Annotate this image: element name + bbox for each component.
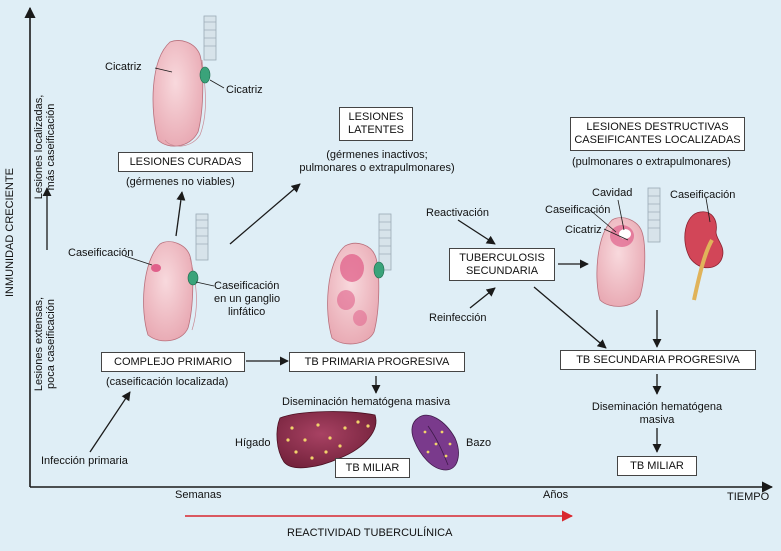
label-spleen: Bazo <box>466 437 492 449</box>
box-tb-secundaria-progresiva: TB SECUNDARIA PROGRESIVA <box>560 350 756 370</box>
box-tb-miliar-1: TB MILIAR <box>335 458 410 478</box>
label-scar-right: Cicatriz <box>226 84 263 96</box>
box-lesiones-curadas: LESIONES CURADAS <box>118 152 253 172</box>
lymph-line-3: linfático <box>228 306 266 318</box>
x-axis-title: TIEMPO <box>727 491 770 503</box>
germs-inactive-line-1: (gérmenes inactivos; <box>326 149 428 161</box>
label-caseification-kidney: Caseificación <box>670 189 736 201</box>
y-axis-title: INMUNIDAD CRECIENTE <box>4 168 16 297</box>
secondary-line-2: SECUNDARIA <box>465 265 539 277</box>
reactivity-label: REACTIVIDAD TUBERCULÍNICA <box>287 527 453 539</box>
box-complejo-primario: COMPLEJO PRIMARIO <box>101 352 245 372</box>
label-lymph-node: Caseificación en un ganglio linfático <box>214 280 280 319</box>
lungs-primary-illustration <box>124 213 215 342</box>
label-pulm-extrapulm: (pulmonares o extrapulmonares) <box>572 156 731 168</box>
label-caseification-primary: Caseificación <box>68 247 134 259</box>
y-top-line-1: Lesiones localizadas, <box>33 94 45 200</box>
label-germs-not-viable: (gérmenes no viables) <box>126 176 235 188</box>
label-scar-secondary: Cicatriz <box>565 224 602 236</box>
box-lesiones-latentes: LESIONES LATENTES <box>339 107 413 141</box>
spread-2-line-2: masiva <box>639 414 675 426</box>
x-label-years: Años <box>543 489 569 501</box>
lymph-line-1: Caseificación <box>214 280 280 292</box>
label-scar-left: Cicatriz <box>105 61 142 73</box>
label-liver: Hígado <box>235 437 271 449</box>
arrow-primary-to-complex <box>89 391 131 453</box>
lungs-secondary-illustration <box>589 187 661 307</box>
label-primary-infection: Infección primaria <box>41 455 128 467</box>
label-massive-spread-1: Diseminación hematógena masiva <box>282 396 451 408</box>
spleen-illustration <box>411 414 459 471</box>
y-axis-bottom-label: Lesiones extensas, poca caseificación <box>33 279 57 409</box>
destructive-line-2: CASEIFICANTES LOCALIZADAS <box>574 134 741 146</box>
label-caseification-secondary: Caseificación <box>545 204 611 216</box>
box-lesiones-destructivas: LESIONES DESTRUCTIVAS CASEIFICANTES LOCA… <box>570 117 745 151</box>
y-axis-top-label: Lesiones localizadas, más caseificación <box>33 82 57 212</box>
label-cavity: Cavidad <box>592 187 633 199</box>
arrow-complex-to-latent <box>229 183 301 245</box>
latent-line-1: LESIONES <box>348 111 404 123</box>
y-top-line-2: más caseificación <box>45 103 57 191</box>
y-bottom-line-1: Lesiones extensas, <box>33 296 45 392</box>
germs-inactive-line-2: pulmonares o extrapulmonares) <box>299 162 455 174</box>
label-germs-inactive: (gérmenes inactivos; pulmonares o extrap… <box>292 149 462 175</box>
arrow-reinfection <box>469 287 496 309</box>
arrow-secondary-to-progressive <box>533 286 607 349</box>
box-tb-primaria-progresiva: TB PRIMARIA PROGRESIVA <box>289 352 465 372</box>
label-localized-caseification: (caseificación localizada) <box>106 376 229 388</box>
kidney-illustration <box>684 197 724 301</box>
y-bottom-line-2: poca caseificación <box>45 299 57 389</box>
destructive-line-1: LESIONES DESTRUCTIVAS <box>586 121 729 133</box>
arrow-reactivation <box>457 219 496 245</box>
secondary-line-1: TUBERCULOSIS <box>459 252 545 264</box>
lungs-progressive-illustration <box>327 213 392 345</box>
liver-illustration <box>276 411 377 469</box>
box-tuberculosis-secundaria: TUBERCULOSIS SECUNDARIA <box>449 248 555 281</box>
box-tb-miliar-2: TB MILIAR <box>617 456 697 476</box>
spread-2-line-1: Diseminación hematógena <box>591 401 723 413</box>
arrow-complex-to-cured <box>175 191 186 237</box>
label-reactivation: Reactivación <box>426 207 489 219</box>
latent-line-2: LATENTES <box>347 124 405 136</box>
label-massive-spread-2: Diseminación hematógena masiva <box>582 401 732 427</box>
label-reinfection: Reinfección <box>429 312 487 324</box>
lymph-line-2: en un ganglio <box>214 293 281 305</box>
lungs-cured-illustration <box>152 15 225 147</box>
x-label-weeks: Semanas <box>175 489 222 501</box>
